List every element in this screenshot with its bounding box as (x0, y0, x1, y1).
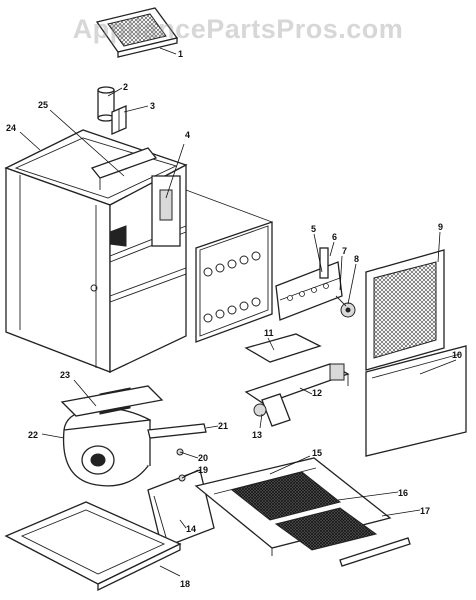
part-12-control-bracket (244, 363, 350, 427)
callout-13: 13 (252, 430, 262, 440)
part-21-blower-rail (147, 423, 207, 456)
part-2-flue-adapter (97, 86, 115, 122)
callout-8: 8 (354, 254, 359, 264)
callout-1: 1 (178, 49, 183, 59)
callout-3: 3 (150, 101, 155, 111)
callout-18: 18 (180, 579, 190, 589)
callout-21: 21 (218, 421, 228, 431)
part-10-lower-panel (365, 345, 467, 457)
callout-20: 20 (198, 453, 208, 463)
callout-19: 19 (198, 465, 208, 475)
part-3-bracket (111, 105, 127, 135)
callout-4: 4 (185, 130, 190, 140)
callout-7: 7 (342, 246, 347, 256)
heat-exchanger-panel (185, 189, 273, 343)
callout-22: 22 (28, 430, 38, 440)
callout-16: 16 (398, 488, 408, 498)
callout-25: 25 (38, 100, 48, 110)
callout-leaders (19, 47, 457, 577)
part-22-blower-housing (60, 385, 164, 487)
callout-labels: 1 2 3 4 5 6 7 8 9 10 11 12 13 14 15 16 1… (6, 49, 462, 589)
part-8-gas-valve (335, 295, 356, 318)
part-15-filter-rack (194, 457, 392, 556)
part-5-burner-assembly (275, 247, 343, 321)
callout-17: 17 (420, 506, 430, 516)
part-14-side-bracket (147, 469, 215, 549)
callout-5: 5 (311, 224, 316, 234)
part-18-base-pan (4, 501, 182, 592)
callout-6: 6 (332, 232, 337, 242)
part-9-front-door (365, 249, 445, 371)
part-24-cabinet (4, 129, 188, 374)
callout-10: 10 (452, 350, 462, 360)
part-1-top-vent (95, 7, 179, 58)
callout-11: 11 (264, 328, 274, 338)
callout-24: 24 (6, 123, 16, 133)
callout-12: 12 (312, 388, 322, 398)
callout-14: 14 (186, 524, 196, 534)
callout-2: 2 (123, 82, 128, 92)
part-11-cover-plate (244, 333, 322, 363)
callout-15: 15 (312, 448, 322, 458)
callout-23: 23 (60, 370, 70, 380)
part-17-filter-strip (339, 537, 411, 567)
callout-9: 9 (438, 222, 443, 232)
